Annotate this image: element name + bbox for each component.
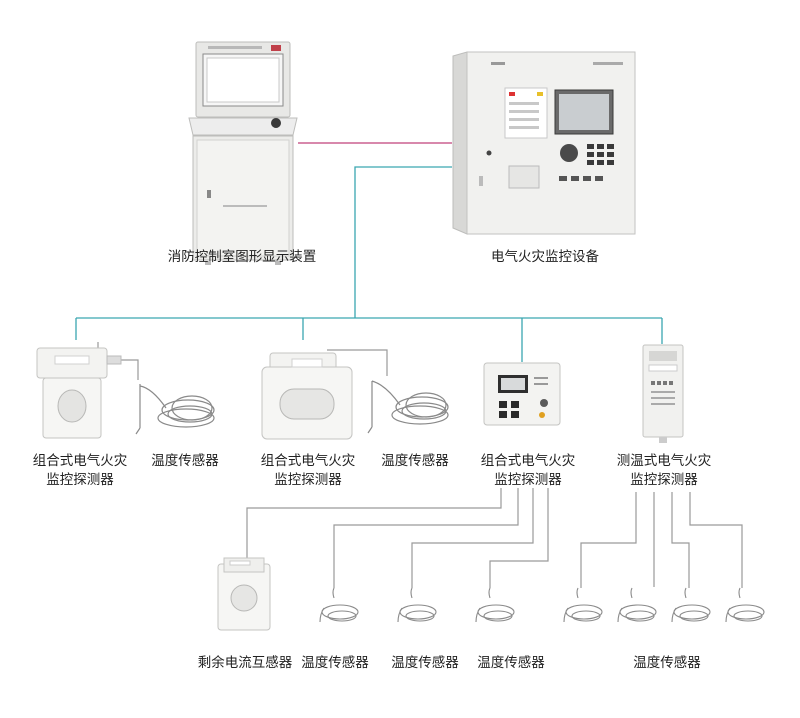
combo-detector-2-label: 组合式电气火灾 监控探测器 [238, 452, 378, 490]
temp-sensor-coil-2 [367, 380, 449, 434]
monitor-equipment-cabinet [452, 51, 636, 235]
temp-sensor-coil-1 [135, 384, 215, 435]
temp-sensor-bottom-2-label: 温度传感器 [391, 655, 459, 671]
combo-detector-2-label-line2: 监控探测器 [274, 472, 342, 488]
combo-detector-1-label: 组合式电气火灾 监控探测器 [10, 452, 150, 490]
bus-lines [75, 166, 663, 362]
temp-sensor-1-label: 温度传感器 [151, 453, 219, 469]
temp-measure-detector-label: 测温式电气火灾 监控探测器 [594, 452, 734, 490]
temp-sensor-2-label: 温度传感器 [381, 453, 449, 469]
combo-detector-3-label-line2: 监控探测器 [494, 472, 562, 488]
temp-sensor-bottom-1-label: 温度传感器 [301, 655, 369, 671]
combo-detector-1-label-line2: 监控探测器 [46, 472, 114, 488]
combo-detector-3-device [483, 362, 561, 426]
monitor-equipment-label: 电气火灾监控设备 [491, 249, 599, 265]
bottom-temp-sensor-coils [319, 587, 765, 623]
temp-measure-detector-label-line2: 监控探测器 [630, 472, 698, 488]
residual-current-transformer-label: 剩余电流互感器 [197, 655, 293, 671]
temp-sensor-bottom-group-label: 温度传感器 [633, 655, 701, 671]
combo-detector-3-label: 组合式电气火灾 监控探测器 [458, 452, 598, 490]
temp-measure-detector-device [642, 344, 684, 443]
graphic-display-console [188, 41, 298, 265]
combo-detector-1-label-line1: 组合式电气火灾 [32, 453, 128, 469]
residual-current-transformer-device [217, 557, 271, 631]
combo-detector-2-device [261, 352, 353, 440]
temp-sensor-bottom-3-label: 温度传感器 [477, 655, 545, 671]
combo-detector-1-device [36, 347, 122, 439]
combo-detector-3-label-line1: 组合式电气火灾 [480, 453, 576, 469]
temp-measure-detector-label-line1: 测温式电气火灾 [616, 453, 712, 469]
combo-detector-2-label-line1: 组合式电气火灾 [260, 453, 356, 469]
graphic-display-label: 消防控制室图形显示装置 [167, 249, 317, 265]
